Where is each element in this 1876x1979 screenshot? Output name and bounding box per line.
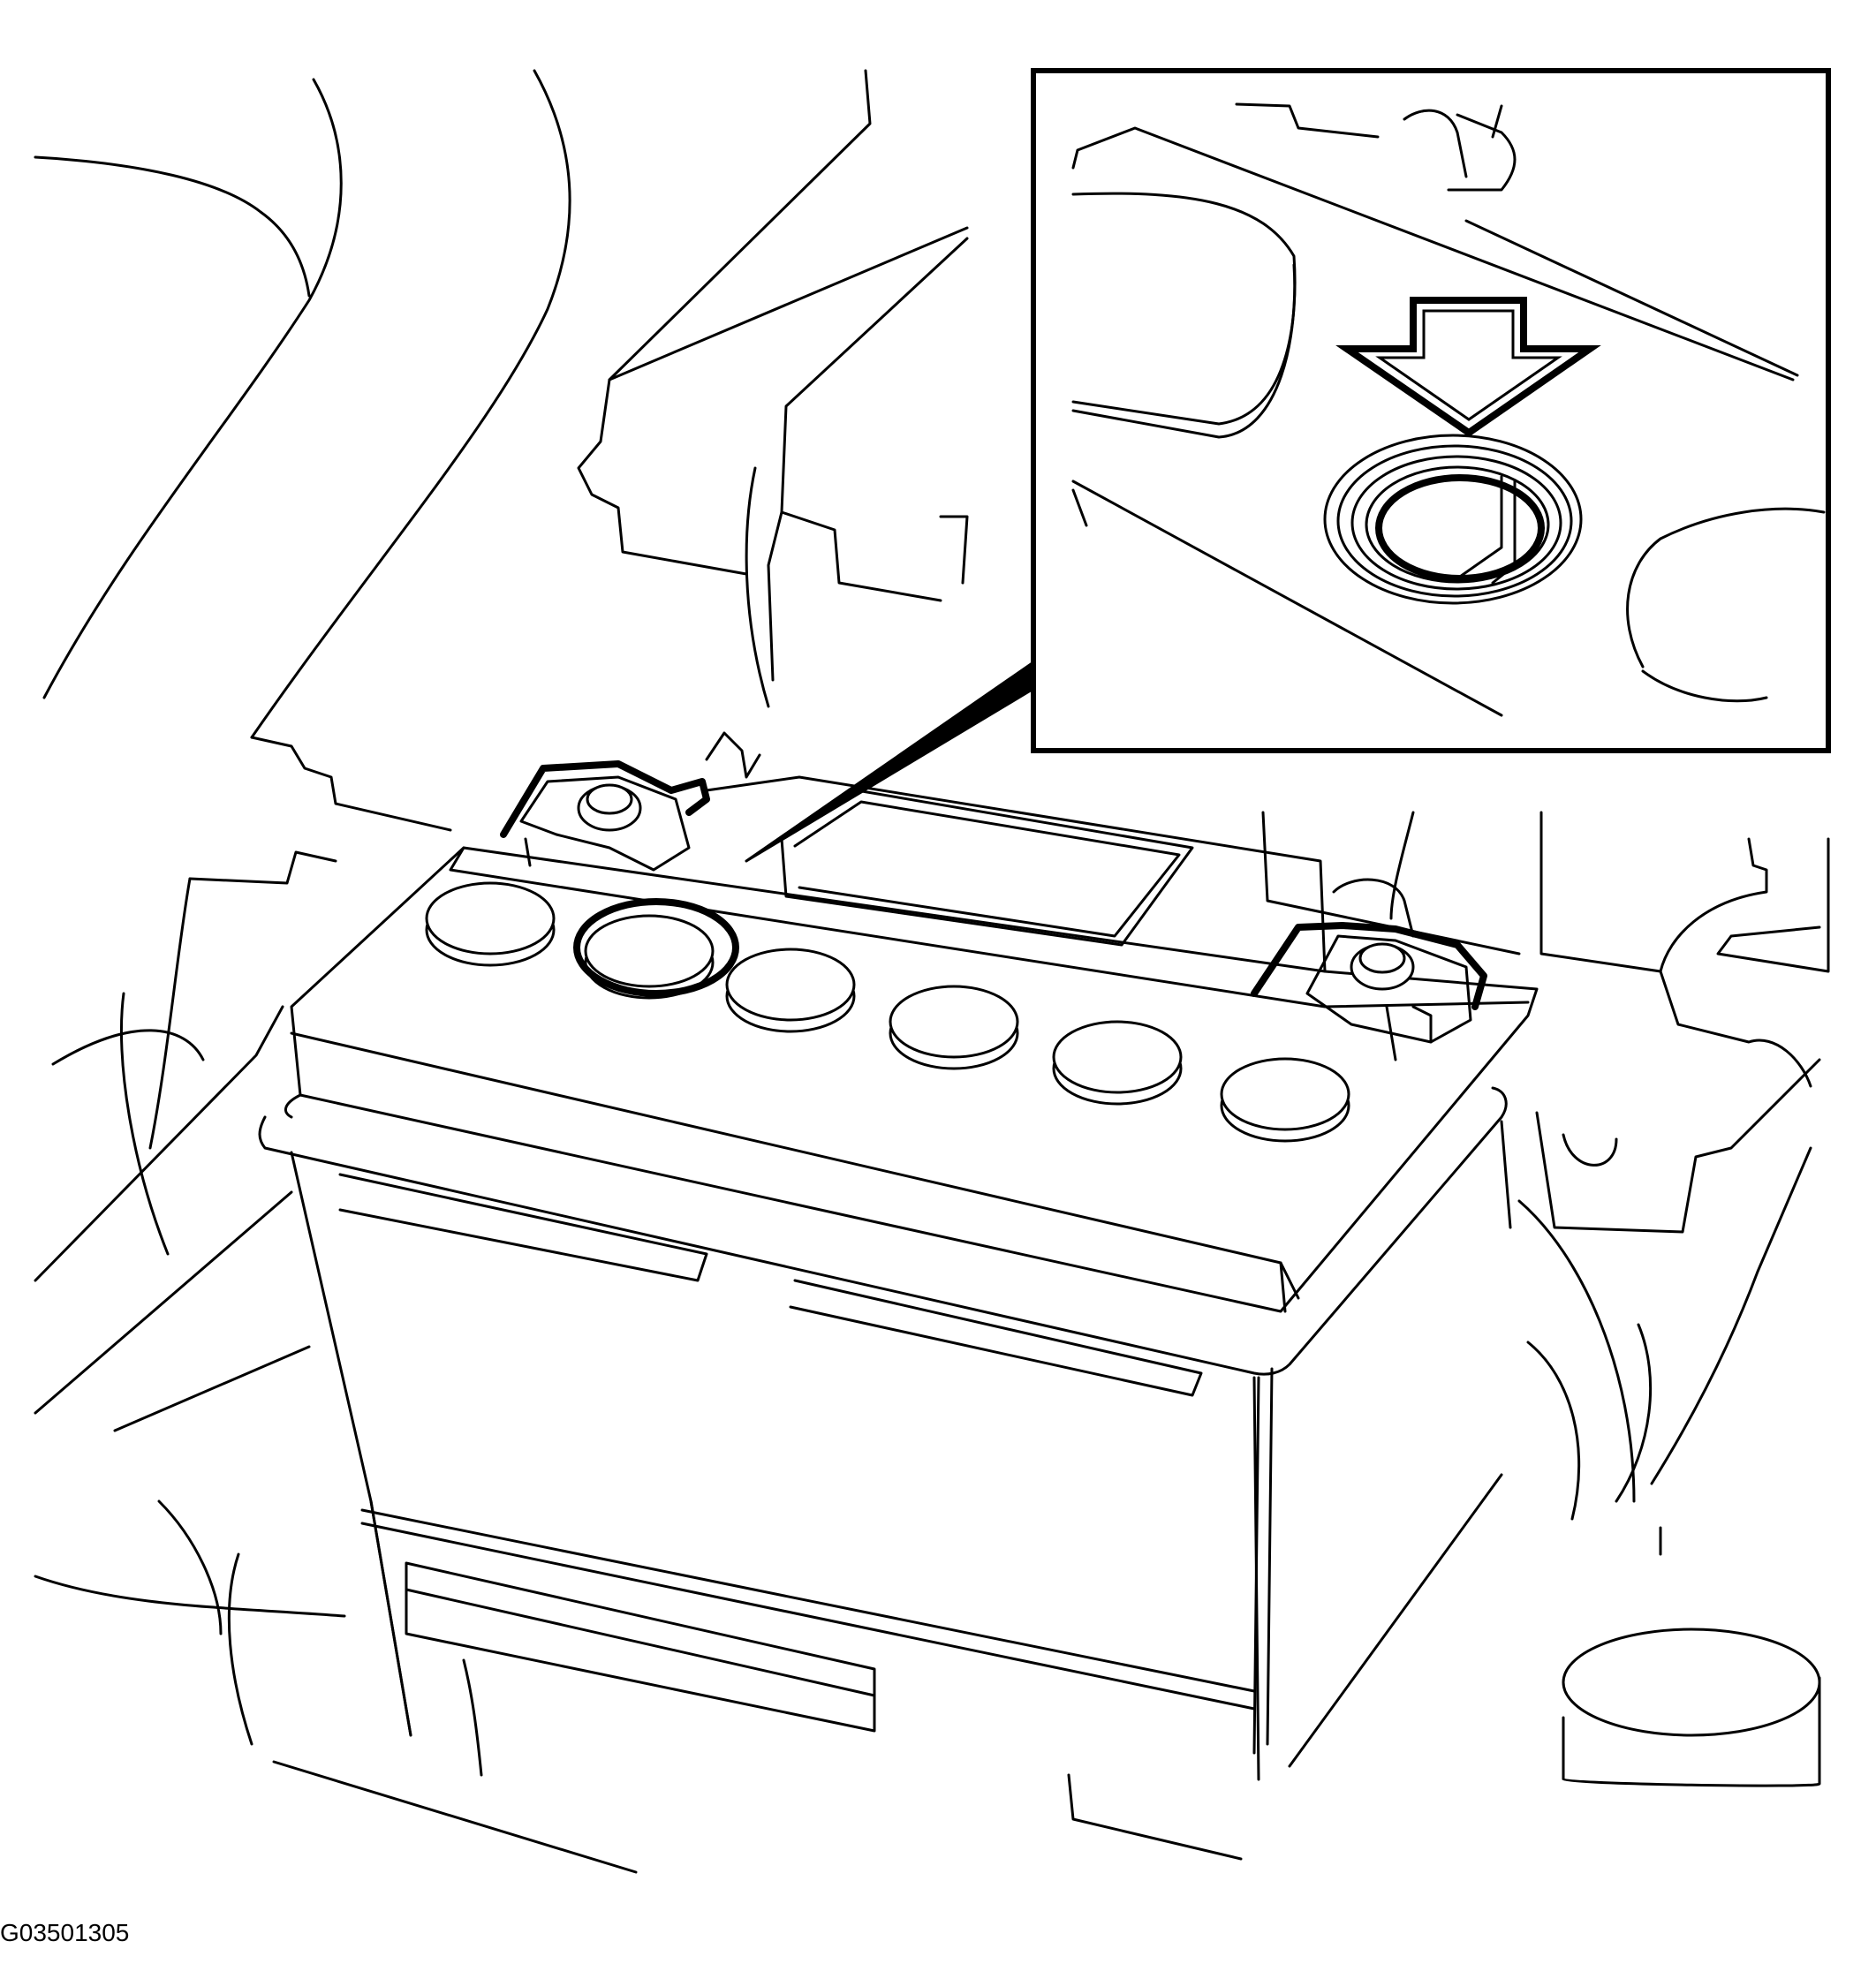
inset-linework (1071, 102, 1826, 717)
cell-caps (425, 881, 1350, 1143)
cell-cap-4 (889, 985, 1019, 1070)
battery (258, 775, 1539, 1781)
cell-cap-1 (425, 881, 556, 967)
battery-terminal-right (1251, 878, 1487, 1061)
reservoir-cap (1562, 1628, 1821, 1787)
battery-terminal-left (500, 731, 761, 872)
down-arrow-icon (1335, 297, 1601, 437)
cell-cap-5 (1052, 1020, 1183, 1106)
vent-port-detail (1323, 434, 1583, 605)
cell-cap-6 (1220, 1057, 1350, 1143)
inset-detail (1031, 68, 1831, 753)
callout-pointer (745, 661, 1035, 863)
cell-cap-2-highlighted (573, 898, 739, 1000)
figure-id-label: G03501305 (0, 1919, 130, 1946)
engine-bay-background (34, 69, 1830, 1874)
cell-cap-3 (725, 948, 856, 1033)
